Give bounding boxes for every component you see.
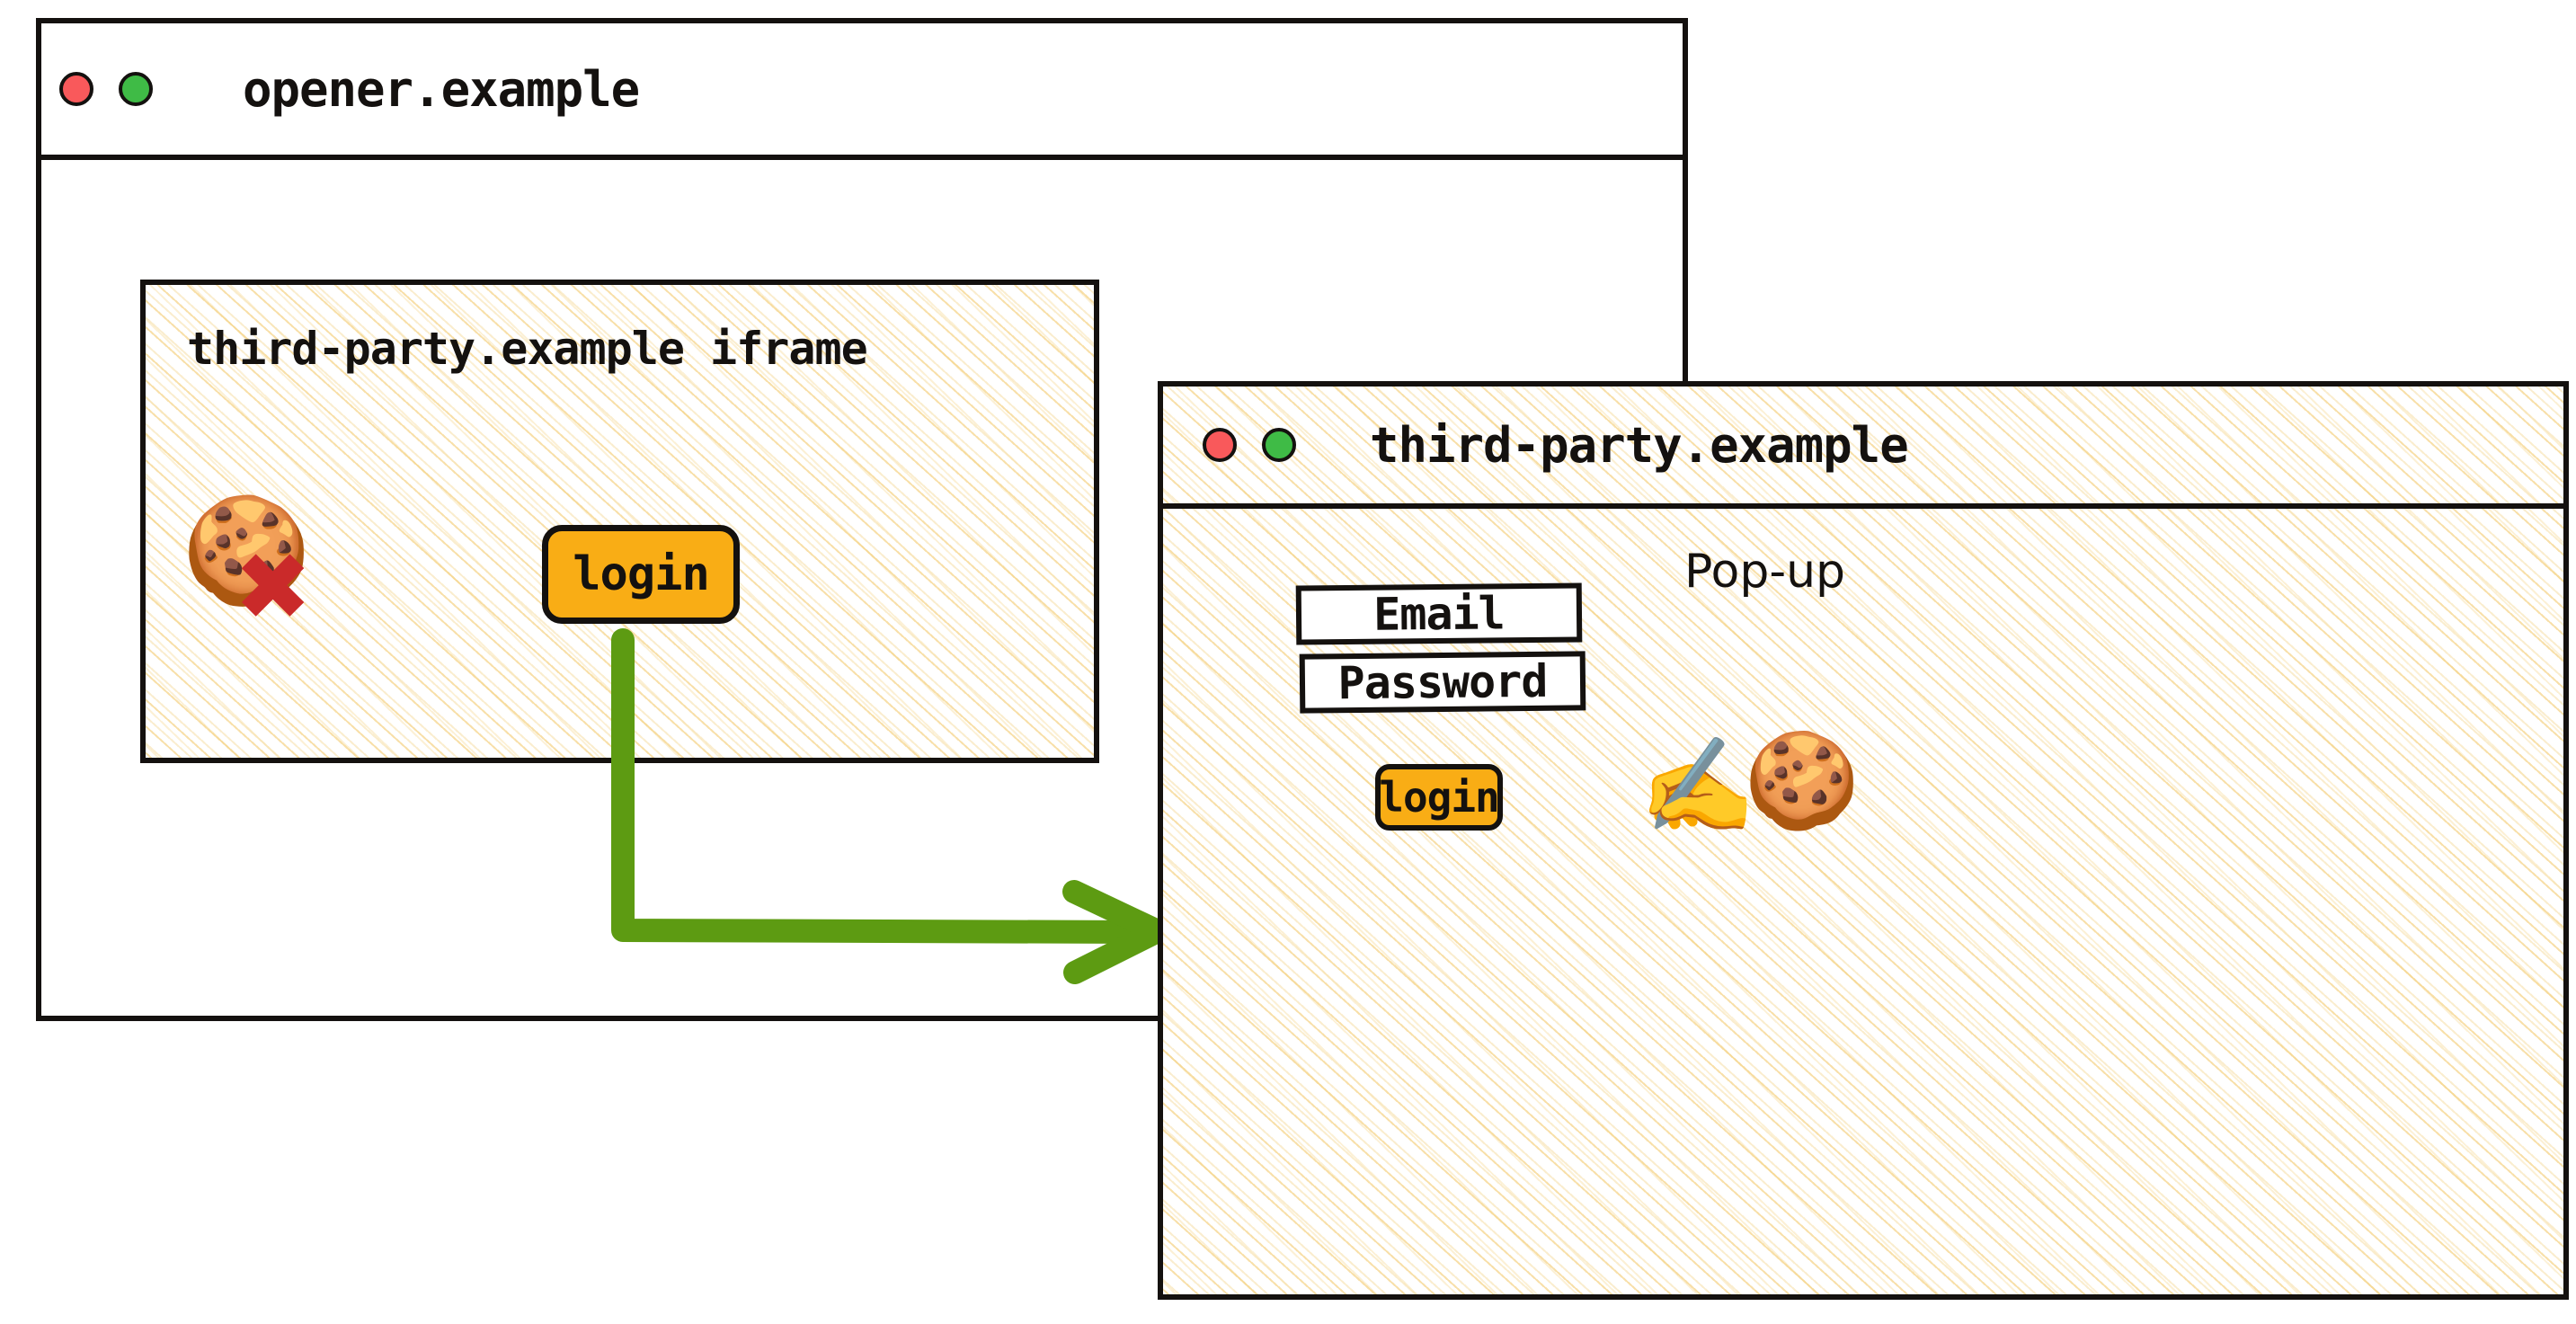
popup-traffic-lights (1203, 428, 1296, 462)
email-field[interactable]: Email (1295, 582, 1583, 645)
opener-traffic-lights (59, 72, 153, 106)
writing-hand-icon: ✍️ (1639, 731, 1756, 840)
iframe-login-button[interactable]: login (542, 525, 740, 624)
cookie-icon: 🍪 (182, 490, 312, 611)
popup-annotation-label: Pop-up (1684, 545, 1846, 599)
maximize-window-icon[interactable] (1262, 428, 1296, 462)
maximize-window-icon[interactable] (119, 72, 153, 106)
cross-mark-icon: ✖ (234, 532, 313, 642)
close-window-icon[interactable] (1203, 428, 1237, 462)
popup-login-button[interactable]: login (1375, 764, 1503, 831)
cookie-written-indicator: ✍️ 🍪 (1639, 733, 1864, 841)
popup-titlebar: third-party.example (1163, 387, 2563, 509)
opener-window-title: opener.example (243, 60, 640, 118)
blocked-cookie-indicator: 🍪 ✖ (182, 499, 334, 643)
popup-browser-window: third-party.example Email Password login… (1158, 381, 2569, 1300)
close-window-icon[interactable] (59, 72, 93, 106)
iframe-label: third-party.example iframe (187, 323, 868, 375)
popup-window-title: third-party.example (1370, 416, 1909, 474)
opener-titlebar: opener.example (41, 23, 1683, 160)
cookie-icon: 🍪 (1744, 725, 1861, 835)
third-party-iframe: third-party.example iframe 🍪 ✖ login (140, 280, 1099, 763)
popup-page-content: Email Password login Pop-up ✍️ 🍪 (1163, 509, 2563, 1289)
password-field[interactable]: Password (1299, 651, 1586, 714)
